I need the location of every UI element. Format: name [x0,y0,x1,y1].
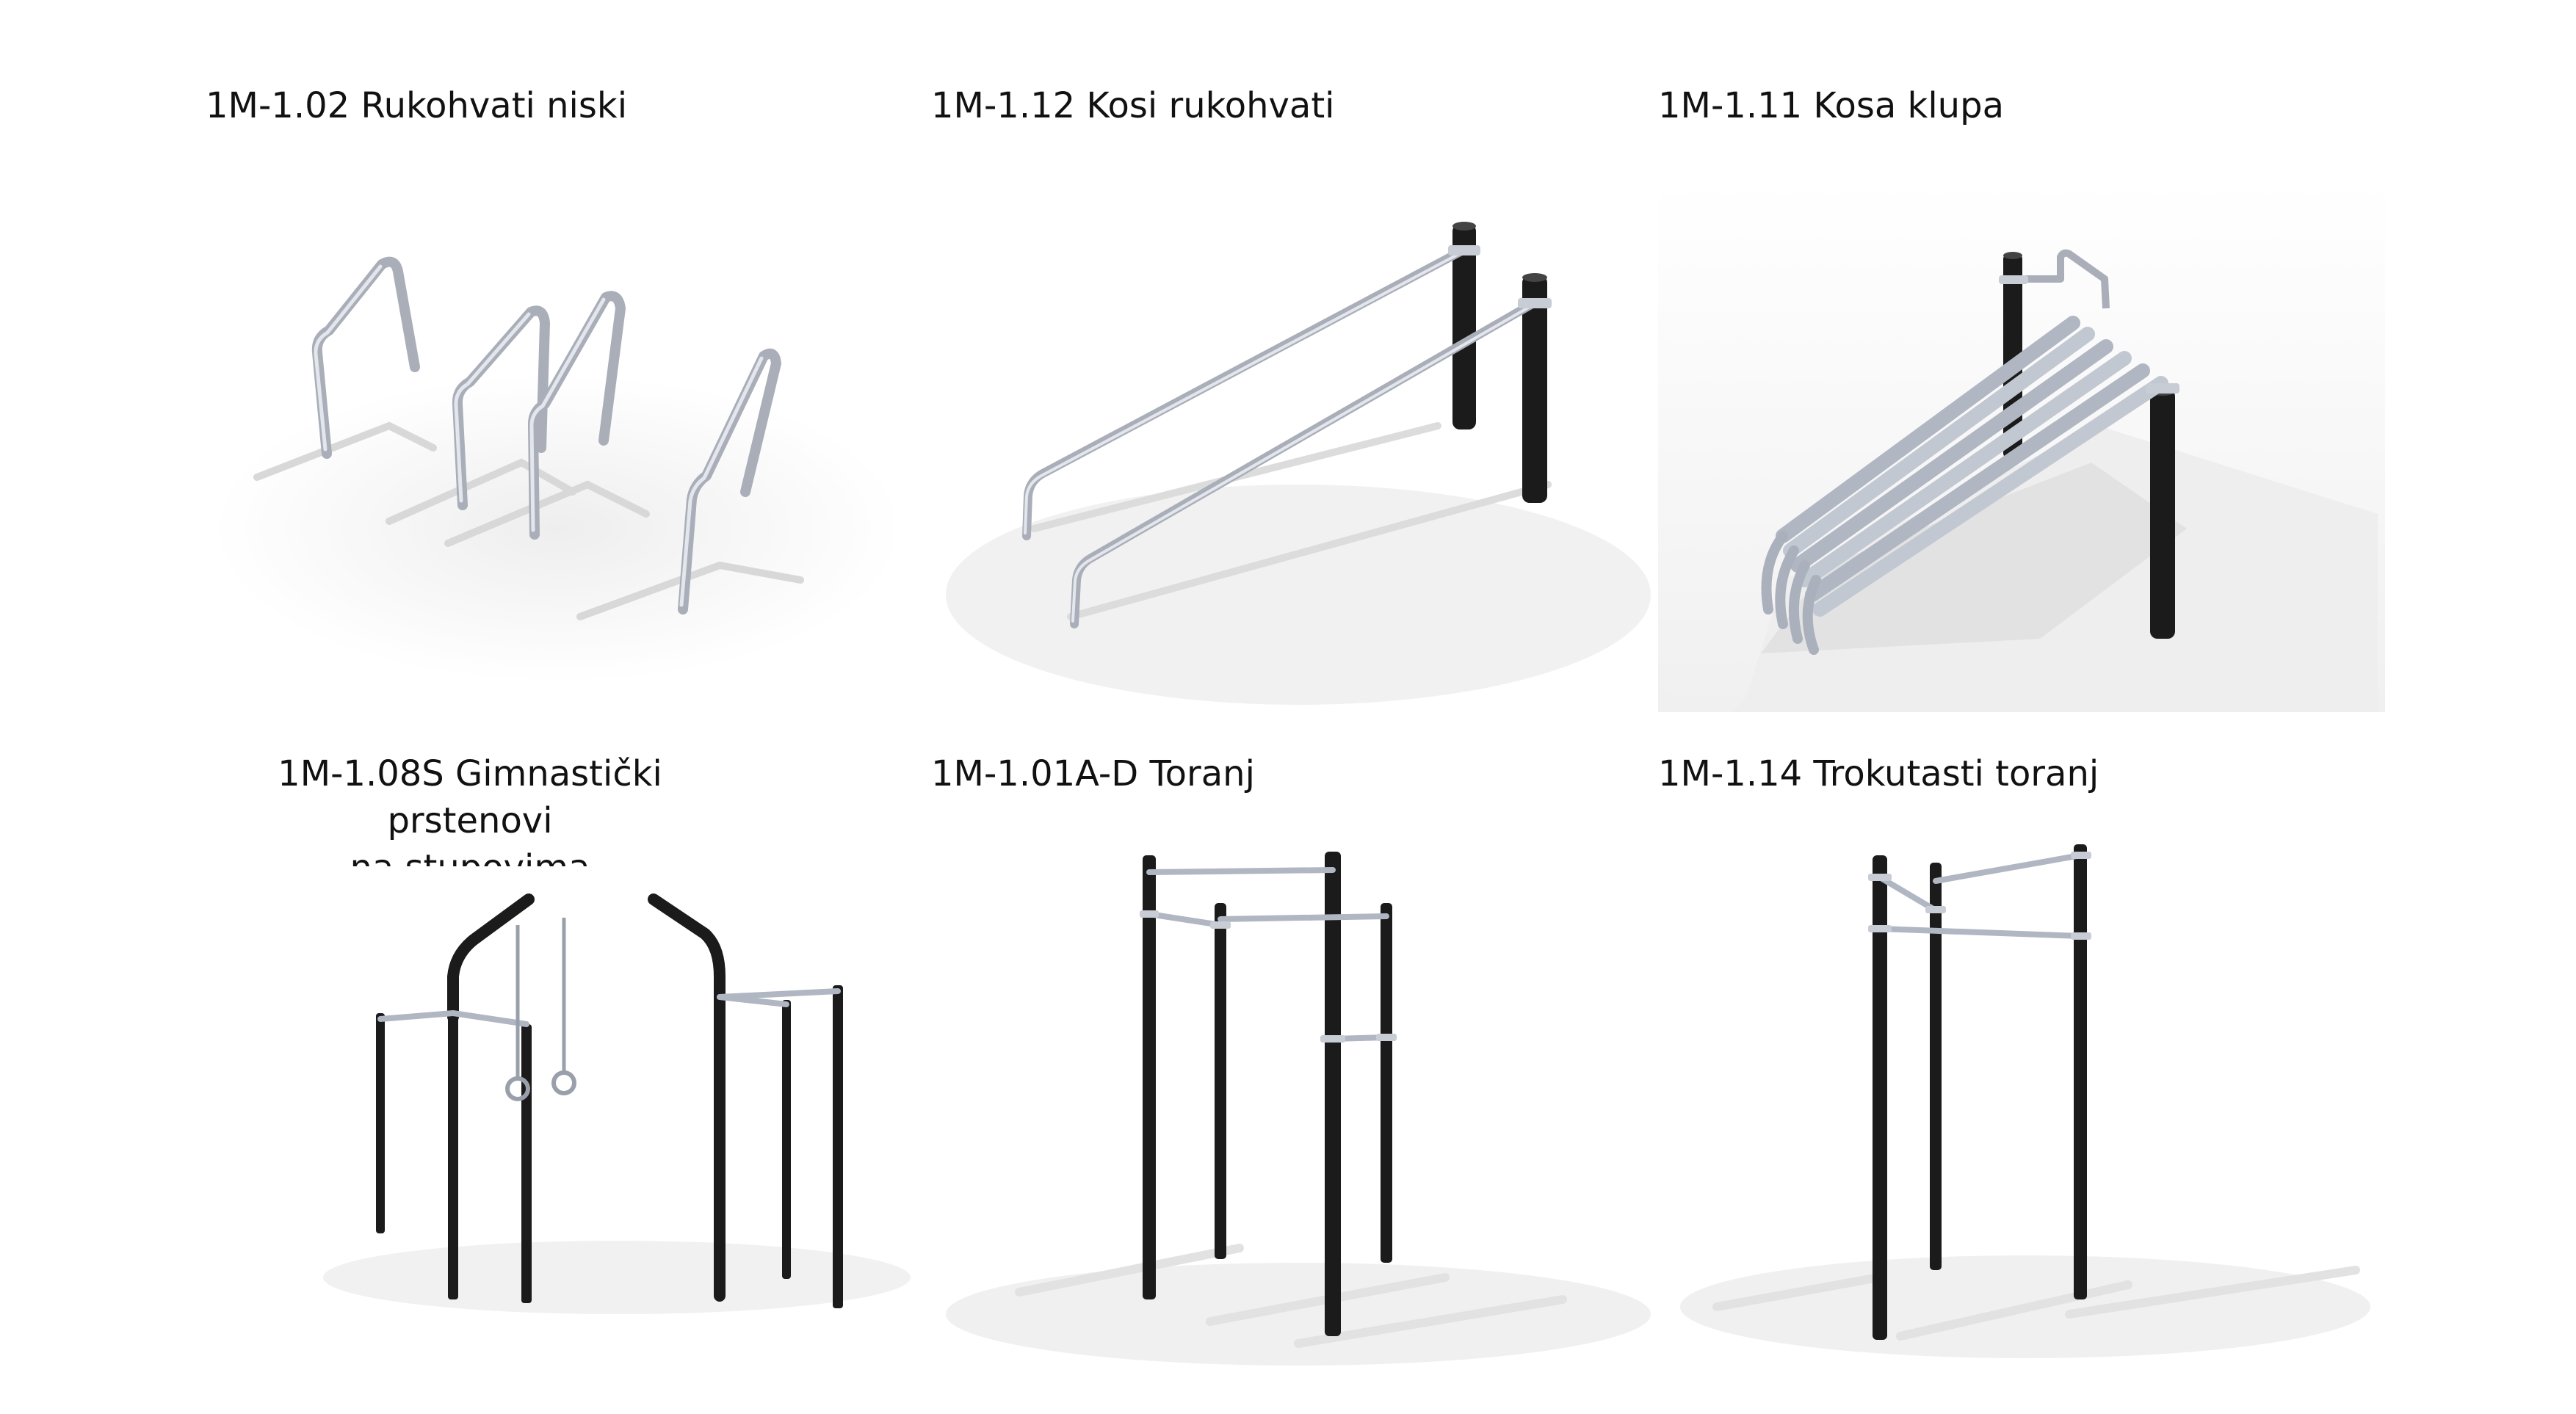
product-title-line-1: 1M-1.08S Gimnastički prstenovi [278,753,662,841]
product-image-trokutasti-toranj [1658,837,2385,1366]
product-title-trokutasti-toranj: 1M-1.14 Trokutasti toranj [1658,753,2099,794]
product-title-kosi-rukohvati: 1M-1.12 Kosi rukohvati [931,85,1335,126]
product-image-kosi-rukohvati [931,184,1658,712]
product-title-toranj: 1M-1.01A-D Toranj [931,753,1255,794]
product-image-gimnasticki-prstenovi [308,866,911,1321]
product-title-rukohvati-niski: 1M-1.02 Rukohvati niski [206,85,628,126]
product-image-kosa-klupa [1658,184,2385,712]
product-title-kosa-klupa: 1M-1.11 Kosa klupa [1658,85,2004,126]
product-image-toranj [931,837,1658,1366]
product-image-rukohvati-niski [206,184,911,712]
